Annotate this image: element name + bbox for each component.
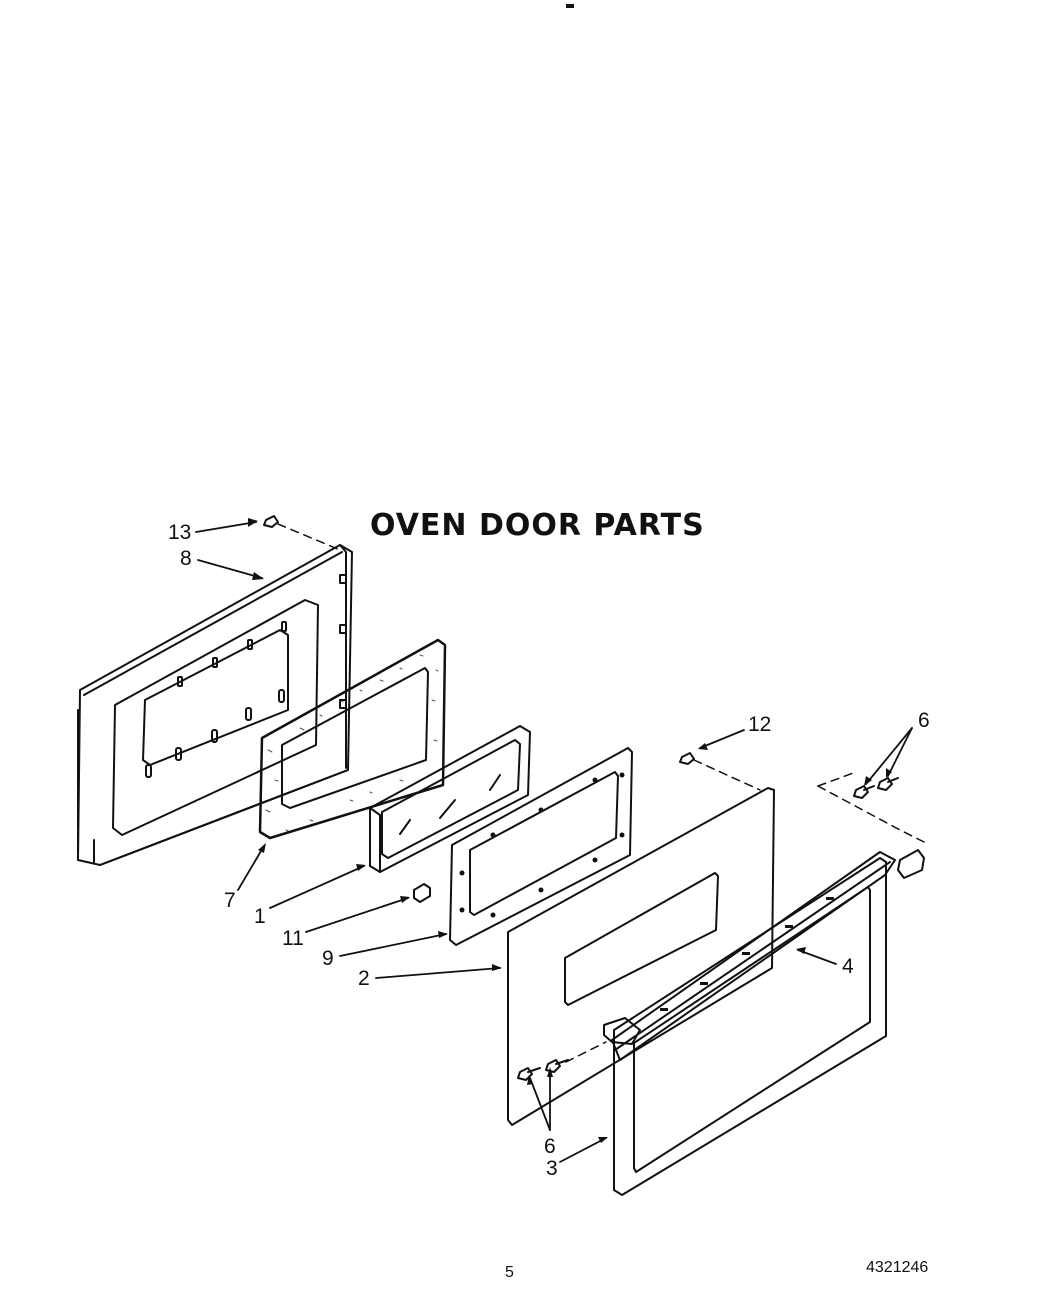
part-13-fastener: [263, 515, 279, 528]
document-number: 4321246: [866, 1259, 929, 1276]
page-number: 5: [505, 1264, 514, 1281]
callout-8: 8: [180, 547, 192, 570]
top-registration-mark: [566, 4, 574, 8]
callout-13: 13: [168, 521, 192, 544]
callout-7: 7: [224, 889, 236, 912]
callout-6-lower: 6: [544, 1135, 556, 1158]
alignment-dashed-lines: [277, 523, 925, 1063]
part-3-door-trim-frame: [603, 857, 887, 1196]
part-11-clip: [413, 883, 431, 903]
callout-arrowheads: [248, 518, 892, 1143]
callout-4: 4: [842, 955, 854, 978]
callout-2: 2: [358, 967, 370, 990]
part-6-screws-upper: [853, 777, 899, 799]
part-2-outer-door-panel: [507, 787, 775, 1126]
part-7-insulation: [258, 638, 447, 840]
callout-6-upper: 6: [918, 709, 930, 732]
callout-leader-lines: [195, 521, 913, 1163]
callout-3: 3: [546, 1157, 558, 1180]
part-4-handle-rail: [611, 849, 925, 1061]
callout-1: 1: [254, 905, 266, 928]
diagram-title: OVEN DOOR PARTS: [370, 508, 705, 543]
callout-11: 11: [282, 927, 304, 950]
part-12-fastener: [679, 752, 695, 765]
part-6-screws-lower: [517, 1059, 569, 1081]
part-9-window-frame: [449, 747, 633, 946]
part-8-inner-door-panel: [77, 544, 353, 866]
callout-9: 9: [322, 947, 334, 970]
callout-12: 12: [748, 713, 772, 736]
part-1-inner-glass: [369, 725, 531, 873]
